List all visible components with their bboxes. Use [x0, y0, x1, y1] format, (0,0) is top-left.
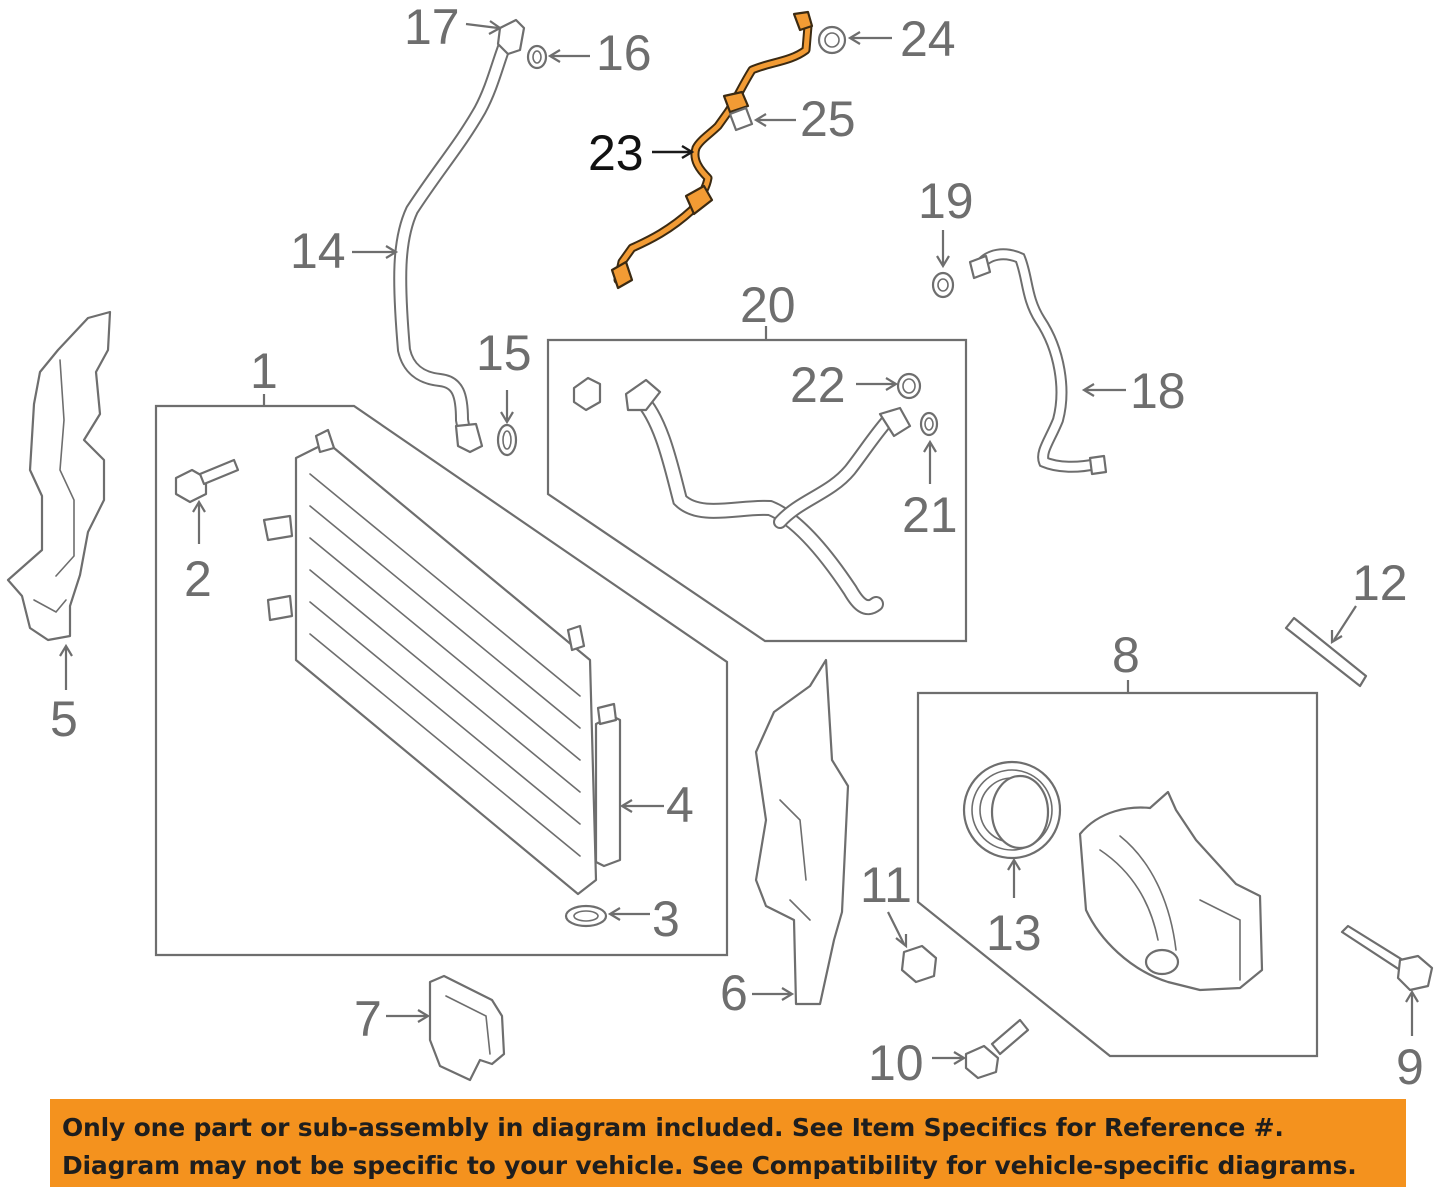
callout-14: 14 — [290, 223, 346, 279]
pipe-assembly-group-box — [546, 338, 968, 643]
highlighted-pipe-part-23 — [610, 10, 814, 290]
pipe-assembly-part-20 — [572, 376, 912, 616]
o-ring-part-19 — [931, 271, 955, 299]
stud-part-12 — [1284, 616, 1368, 688]
bolt-part-10 — [964, 1018, 1030, 1080]
callout-8: 8 — [1112, 627, 1140, 683]
receiver-drier-part-4 — [594, 702, 622, 868]
condenser-part-1 — [262, 428, 598, 896]
callout-5: 5 — [50, 691, 78, 747]
callout-13: 13 — [986, 905, 1042, 961]
o-ring-part-24 — [817, 25, 847, 55]
callout-4: 4 — [666, 777, 694, 833]
callout-2: 2 — [184, 551, 212, 607]
disclaimer-banner: Only one part or sub-assembly in diagram… — [50, 1099, 1406, 1187]
callout-1: 1 — [250, 343, 278, 399]
bolt-part-2 — [174, 458, 240, 504]
callout-20: 20 — [740, 277, 796, 333]
callout-17: 17 — [404, 0, 460, 55]
pipe-part-18 — [968, 248, 1108, 476]
nut-part-11 — [900, 944, 938, 984]
o-ring-part-21 — [919, 411, 939, 437]
callout-18: 18 — [1130, 363, 1186, 419]
callout-12: 12 — [1352, 555, 1408, 611]
o-ring-part-3 — [564, 904, 608, 928]
clutch-part-13 — [962, 760, 1062, 860]
disclaimer-line-1: Only one part or sub-assembly in diagram… — [62, 1113, 1284, 1142]
callout-23: 23 — [588, 125, 644, 181]
callout-11: 11 — [860, 857, 912, 913]
bracket-part-5 — [6, 310, 112, 642]
bracket-part-6 — [754, 658, 850, 1006]
compressor-group-box — [916, 691, 1319, 1058]
callout-7: 7 — [354, 991, 382, 1047]
callout-21: 21 — [902, 487, 958, 543]
callout-6: 6 — [720, 965, 748, 1021]
callout-10: 10 — [868, 1035, 924, 1091]
callout-16: 16 — [596, 25, 652, 81]
disclaimer-line-2: Diagram may not be specific to your vehi… — [62, 1151, 1357, 1180]
callout-9: 9 — [1396, 1039, 1424, 1095]
o-ring-part-16 — [526, 44, 548, 70]
leader-lines — [59, 20, 1419, 1065]
o-ring-part-22 — [896, 372, 922, 400]
callout-15: 15 — [476, 325, 532, 381]
o-ring-part-15 — [496, 423, 518, 457]
callout-24: 24 — [900, 11, 956, 67]
callout-22: 22 — [790, 357, 846, 413]
bracket-part-7 — [428, 974, 506, 1082]
hose-part-14 — [393, 18, 526, 454]
callout-25: 25 — [800, 91, 856, 147]
callout-19: 19 — [918, 173, 974, 229]
valve-part-25 — [728, 106, 754, 132]
compressor-part-8 — [1078, 790, 1264, 992]
callout-3: 3 — [652, 891, 680, 947]
condenser-group-box — [154, 404, 729, 957]
bolt-part-9 — [1340, 924, 1434, 992]
